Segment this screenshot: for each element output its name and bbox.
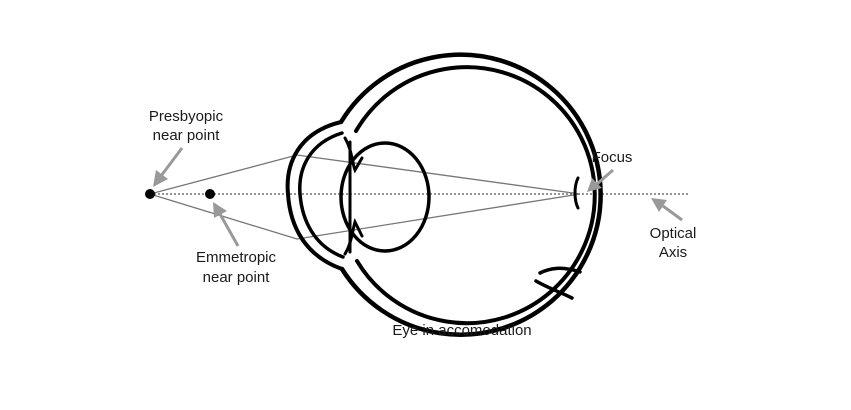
lens [339,141,431,253]
lower-ray [149,193,581,240]
focus-label: Focus [592,149,633,166]
presbyopic-label-line1: Presbyopic [149,108,224,125]
presbyopic-arrow [153,147,184,187]
diagram-caption: Eye in accomodation [392,322,531,339]
optical-axis-label-line1: Optical [650,225,697,242]
emmetropic-label-line1: Emmetropic [196,249,277,266]
ciliary-upper [343,136,364,174]
cornea-outer [285,120,344,271]
emmetropic-arrow [213,202,240,247]
cornea-inner [298,131,345,259]
optical-axis-arrow [651,198,683,222]
presbyopic-near-point-dot [145,189,155,199]
optic-nerve-upper [538,266,582,275]
eyeball-inner [354,65,597,326]
fovea [573,176,580,210]
emmetropic-near-point-dot [205,189,215,199]
upper-ray [149,154,581,195]
optical-axis-label-line2: Axis [659,244,687,261]
emmetropic-label-line2: near point [203,269,271,286]
optic-nerve-lower [534,279,574,300]
focus-arrow [587,168,614,192]
presbyopic-label-line2: near point [153,127,221,144]
eyeball-outer [338,52,603,337]
